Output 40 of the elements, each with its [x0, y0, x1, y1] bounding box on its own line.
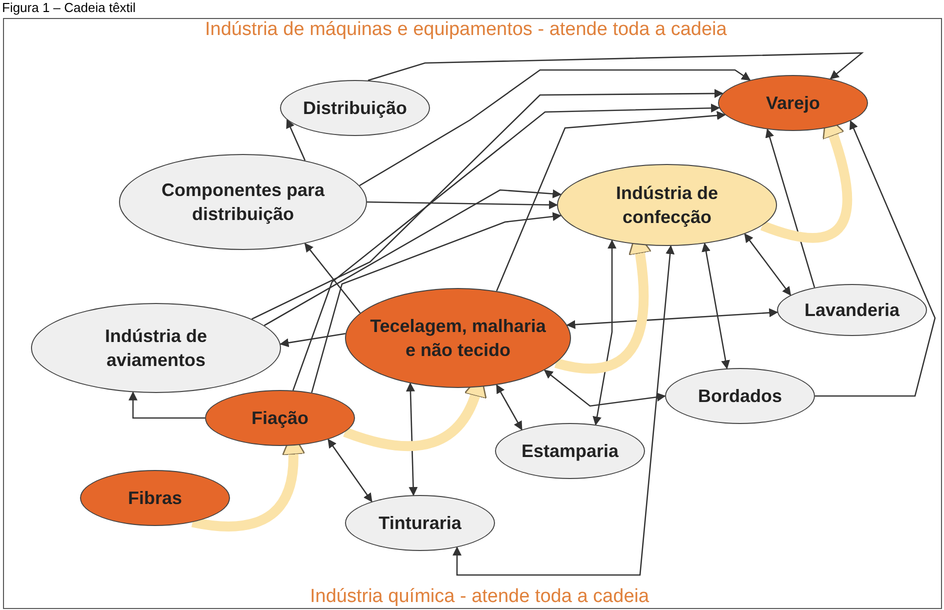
- node-label: Fibras: [128, 487, 182, 510]
- arrow: [128, 391, 205, 419]
- note-text: Indústria de máquinas e equipamentos - atende toda a cadeia: [205, 18, 728, 42]
- double-arrow: [452, 245, 675, 576]
- node-label: Componentes para distribuição: [160, 179, 326, 226]
- node-label: Fiação: [251, 407, 309, 430]
- double-arrow: [702, 242, 730, 370]
- arrow: [304, 242, 361, 314]
- double-arrow: [544, 370, 666, 407]
- node-label: Varejo: [766, 92, 820, 115]
- node-label: Indústria de confecção: [614, 182, 719, 229]
- node-label: Lavanderia: [804, 299, 900, 322]
- note-text: Indústria química - atende toda a cadeia: [310, 585, 650, 609]
- node-label: Tecelagem, malharia e não tecido: [370, 315, 546, 362]
- arrow: [251, 89, 724, 320]
- arrow: [367, 200, 558, 210]
- node-label: Bordados: [698, 385, 782, 408]
- arrow: [280, 333, 346, 348]
- ellipse-node: [718, 75, 868, 131]
- ellipse-node: [777, 284, 927, 336]
- double-arrow: [406, 382, 418, 496]
- double-arrow: [566, 308, 778, 330]
- arrow: [368, 52, 864, 82]
- arrow: [765, 128, 816, 288]
- figure-title: Figura 1 – Cadeia têxtil: [2, 0, 136, 16]
- arrow: [286, 119, 306, 161]
- double-arrow: [744, 233, 792, 296]
- arrow: [359, 69, 751, 186]
- node-label: Tinturaria: [378, 512, 462, 535]
- node-label: Indústria de aviamentos: [104, 325, 208, 372]
- arrow: [496, 111, 726, 292]
- arrow: [264, 189, 562, 326]
- arrow: [292, 104, 720, 391]
- node-label: Distribuição: [302, 97, 408, 120]
- double-arrow: [328, 438, 372, 502]
- arrow: [311, 212, 562, 393]
- arrow: [815, 120, 936, 397]
- node-label: Estamparia: [521, 440, 619, 463]
- double-arrow: [496, 384, 522, 430]
- double-arrow: [592, 240, 616, 426]
